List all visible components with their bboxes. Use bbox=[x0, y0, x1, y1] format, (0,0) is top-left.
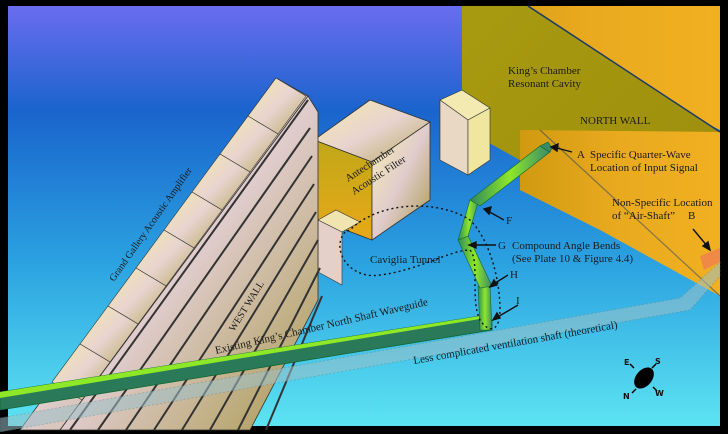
kings-chamber-label-2: Resonant Cavity bbox=[508, 78, 582, 90]
point-f-label: F bbox=[506, 215, 512, 227]
point-b-label: B bbox=[688, 210, 695, 222]
point-a-desc-2: Location of Input Signal bbox=[590, 162, 698, 174]
north-wall-label: NORTH WALL bbox=[580, 115, 651, 127]
gallery-corbel-line bbox=[265, 295, 323, 431]
compound-bends-label-2: (See Plate 10 & Figure 4.4) bbox=[512, 253, 633, 265]
kings-chamber-label-1: King’s Chamber bbox=[508, 65, 581, 77]
air-shaft-label-2: of “Air-Shaft” bbox=[612, 210, 675, 222]
point-g-label: G bbox=[498, 240, 506, 252]
point-a-label: A bbox=[577, 149, 585, 161]
compass-east: E bbox=[624, 358, 629, 367]
point-h-label: H bbox=[510, 269, 518, 281]
north-wall bbox=[520, 130, 720, 296]
gallery-corbel-line bbox=[209, 239, 319, 431]
ventilation-shaft bbox=[0, 261, 721, 433]
compass-north: N bbox=[623, 392, 630, 401]
air-shaft-end bbox=[700, 248, 720, 270]
compass-south: S bbox=[655, 357, 661, 366]
air-shaft-label-1: Non-Specific Location bbox=[612, 197, 713, 209]
compass-needle-icon bbox=[634, 367, 654, 389]
compass-rose: E S N W bbox=[623, 357, 664, 401]
compound-bends-label-1: Compound Angle Bends bbox=[512, 240, 620, 252]
compass-west: W bbox=[655, 389, 664, 398]
caviglia-tunnel-label: Caviglia Tunnel bbox=[370, 254, 441, 266]
point-i-label: I bbox=[516, 295, 520, 307]
north-shaft-waveguide bbox=[0, 141, 553, 411]
point-a-desc-1: Specific Quarter-Wave bbox=[590, 149, 691, 161]
leader-arrows bbox=[467, 142, 712, 322]
caviglia-tunnel-outline bbox=[339, 205, 501, 330]
wall-edge bbox=[527, 5, 721, 133]
